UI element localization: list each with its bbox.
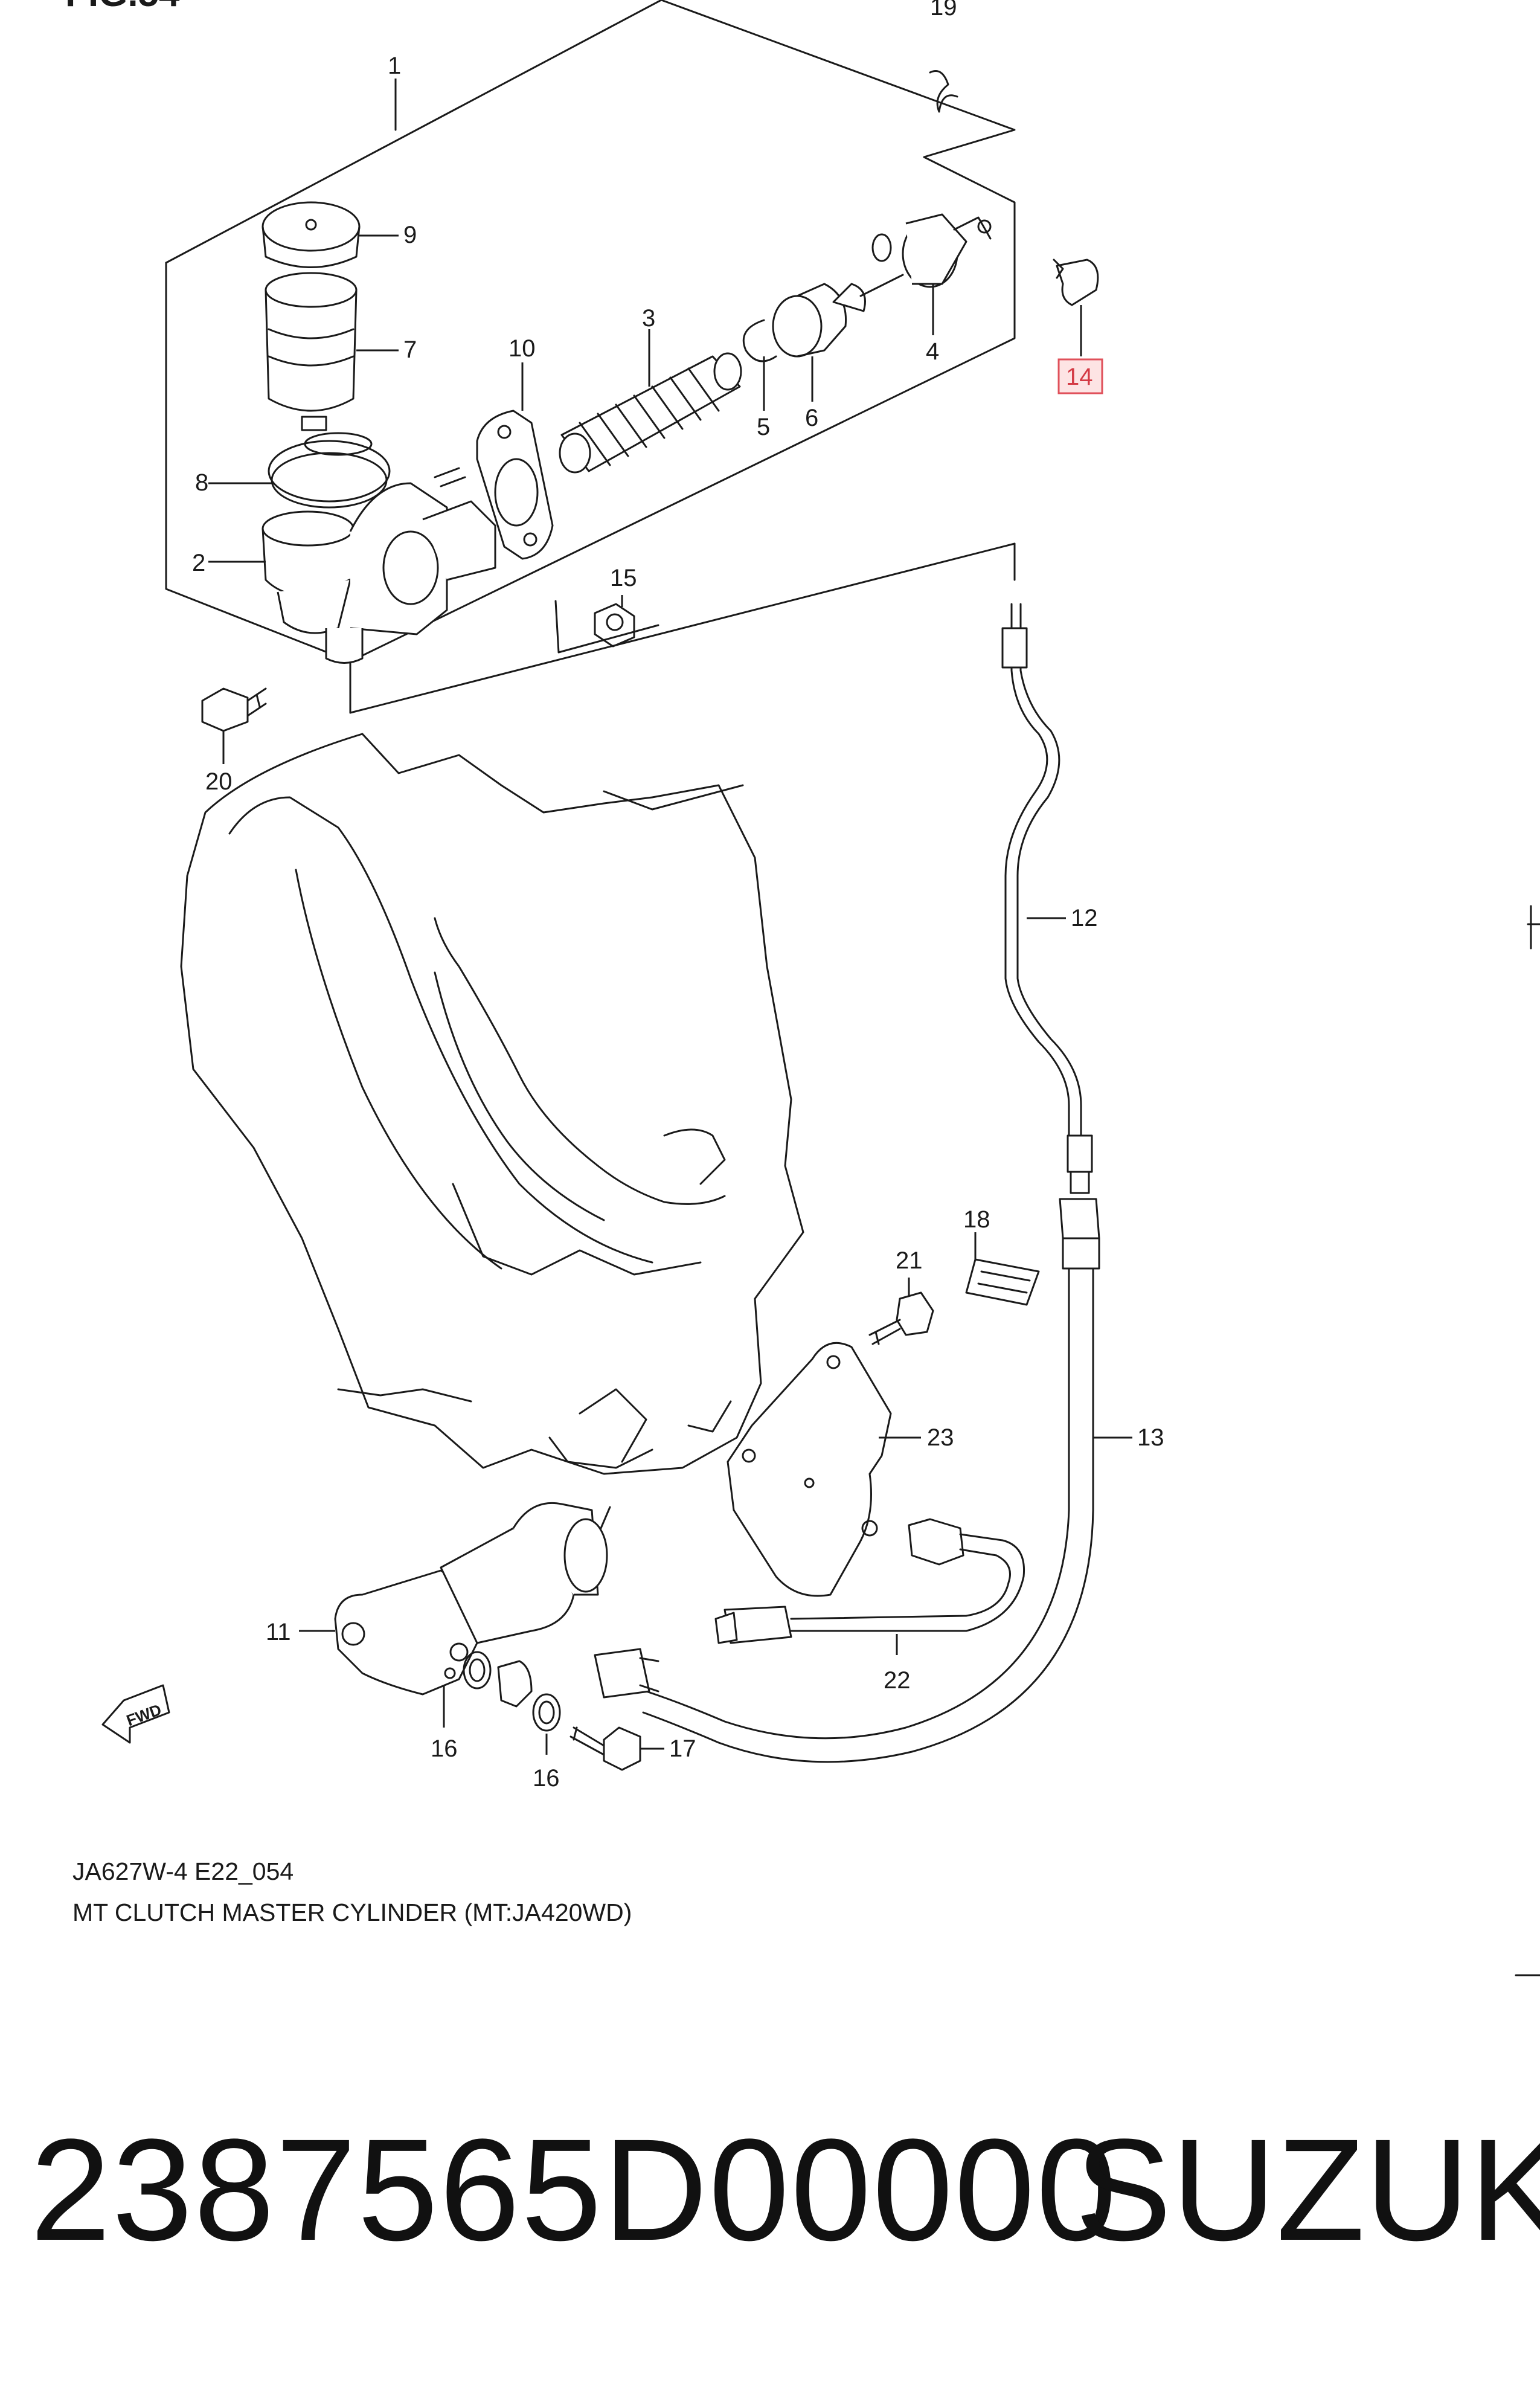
reservoir-cap-part-9 bbox=[261, 201, 361, 268]
pin-part-14 bbox=[1053, 259, 1099, 306]
callout-15: 15 bbox=[610, 565, 637, 591]
assembly-1-outline bbox=[165, 0, 1016, 714]
callout-19: 19 bbox=[930, 0, 957, 21]
push-rod-part-4 bbox=[832, 213, 992, 312]
highlight-box-14 bbox=[1057, 358, 1103, 394]
clip-part-19 bbox=[929, 70, 958, 113]
washer-part-16-a bbox=[463, 1651, 492, 1690]
gasket-part-10 bbox=[476, 410, 554, 560]
piston-spring-part-3 bbox=[559, 352, 742, 474]
callout-16-right: 16 bbox=[533, 1765, 560, 1792]
union-fitting bbox=[497, 1648, 659, 1708]
callout-16-left: 16 bbox=[431, 1735, 458, 1762]
bolt-part-20 bbox=[201, 687, 267, 732]
footer-panel bbox=[0, 1981, 1540, 2392]
callout-6: 6 bbox=[805, 405, 818, 431]
figure-title: FIG.54 bbox=[65, 0, 180, 14]
figure-caption: MT CLUTCH MASTER CYLINDER (MT:JA420WD) bbox=[72, 1898, 632, 1926]
callout-9: 9 bbox=[403, 222, 417, 248]
pipe-part-22 bbox=[714, 1518, 1025, 1644]
hose-clamp bbox=[301, 416, 373, 456]
callout-22: 22 bbox=[884, 1667, 911, 1694]
callout-23: 23 bbox=[927, 1424, 954, 1451]
callout-8: 8 bbox=[195, 469, 208, 496]
boot-part-6 bbox=[772, 283, 847, 358]
transmission-case bbox=[180, 733, 804, 1475]
callout-2: 2 bbox=[192, 550, 205, 576]
callout-12: 12 bbox=[1071, 905, 1098, 931]
master-cylinder-body-part-2 bbox=[261, 467, 496, 664]
callout-17: 17 bbox=[669, 1735, 696, 1762]
o-ring-part-8 bbox=[268, 440, 391, 509]
callout-14-highlighted: 14 bbox=[1066, 364, 1093, 390]
callout-7: 7 bbox=[403, 336, 417, 363]
figure-code: JA627W-4 E22_054 bbox=[72, 1857, 294, 1885]
callout-13: 13 bbox=[1137, 1424, 1164, 1451]
callout-1: 1 bbox=[388, 53, 401, 79]
callout-20: 20 bbox=[205, 768, 233, 795]
callout-5: 5 bbox=[757, 414, 770, 440]
hose-part-13 bbox=[642, 1198, 1100, 1763]
reservoir-part-7 bbox=[265, 272, 358, 412]
brand-name: SUZUKI bbox=[1075, 2109, 1540, 2271]
callout-10: 10 bbox=[509, 335, 536, 362]
callout-21: 21 bbox=[896, 1247, 923, 1274]
leader-lines bbox=[208, 79, 1132, 1755]
clip-part-18 bbox=[965, 1258, 1040, 1306]
fwd-arrow-icon: FWD bbox=[101, 1684, 170, 1744]
callout-3: 3 bbox=[642, 305, 655, 332]
callout-labels: 1 2 3 4 5 6 7 8 9 10 11 12 13 14 15 16 1… bbox=[192, 0, 1164, 1792]
washer-part-16-b bbox=[532, 1693, 561, 1732]
bracket-part-23 bbox=[727, 1342, 892, 1597]
part-number: 2387565D00000 bbox=[30, 2109, 1118, 2271]
nut-part-15 bbox=[594, 603, 635, 648]
bolt-part-21 bbox=[868, 1291, 934, 1345]
snap-ring-part-5 bbox=[742, 319, 777, 362]
callout-4: 4 bbox=[926, 338, 939, 365]
release-cylinder-part-11 bbox=[334, 1502, 611, 1696]
callout-11: 11 bbox=[266, 1619, 291, 1645]
exploded-parts-diagram: FIG.54 bbox=[65, 0, 1540, 1976]
pipe-part-12 bbox=[1001, 603, 1093, 1194]
union-bolt-part-17 bbox=[569, 1726, 641, 1771]
callout-18: 18 bbox=[963, 1206, 990, 1233]
